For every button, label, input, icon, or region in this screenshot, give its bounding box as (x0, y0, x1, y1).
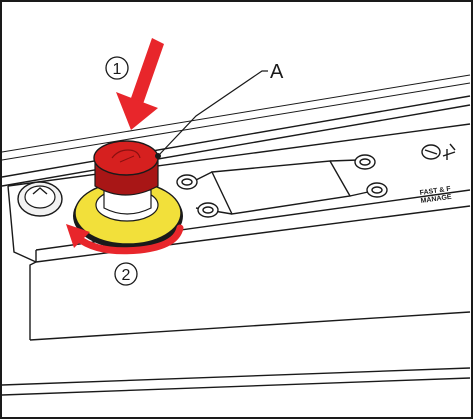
rotate-arrow-icon (66, 224, 184, 255)
step-1-number: 1 (113, 61, 122, 78)
step-1-callout: 1 (105, 56, 129, 80)
push-down-arrow-icon (116, 38, 164, 130)
step-2-number: 2 (122, 267, 131, 284)
housing-left-corner (29, 261, 37, 340)
housing-top-edge (1, 95, 471, 178)
warning-symbol-icon (442, 143, 456, 160)
label-a: A (270, 61, 284, 83)
button-cap-top (93, 140, 159, 176)
panel-brand-line-1: FAST & F (419, 186, 451, 197)
leader-line (157, 70, 268, 157)
screw-icon (354, 154, 376, 170)
button-stem (103, 189, 152, 215)
panel-brand-line-2: MANAGE (420, 194, 452, 205)
emergency-stop-button (73, 140, 183, 249)
panel-symbols (421, 143, 456, 160)
panel-left-bevel (7, 185, 37, 263)
housing-grooves (1, 74, 471, 161)
housing-top-edge-inner (1, 104, 471, 187)
screw-icon (176, 174, 198, 190)
leader-dot (155, 153, 161, 159)
housing-base-edge (1, 377, 471, 396)
screws (176, 154, 388, 218)
rotary-knob-icon (17, 181, 63, 217)
step-2-callout: 2 (114, 262, 138, 286)
screw-icon (197, 202, 219, 218)
panel-top-edge (7, 123, 471, 187)
screw-icon (366, 182, 388, 198)
housing-front-lower-edge (29, 311, 471, 341)
callout-a: A (155, 61, 284, 159)
housing-base-edge-upper (1, 367, 471, 386)
